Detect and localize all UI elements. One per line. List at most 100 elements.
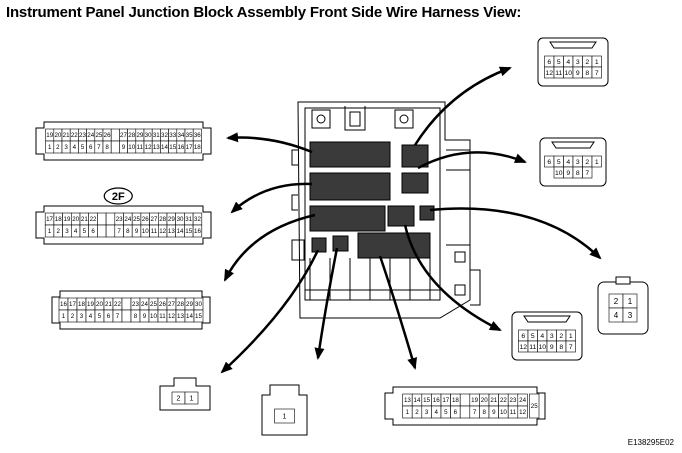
- connector-c2-pin-label: 17: [46, 216, 53, 223]
- connector-c1-pin-label: 17: [186, 144, 193, 151]
- connector-c2-pin-cell: [192, 224, 203, 238]
- connector-c2-pin-label: 24: [124, 216, 131, 223]
- junction-block-sockets: [309, 141, 435, 259]
- connector-c2-pin-label: 14: [177, 228, 184, 235]
- connector-c6-pin-label: 12: [519, 409, 526, 416]
- connector-c1-pin-cell: [192, 140, 202, 154]
- connector-c1-pin-label: 11: [137, 144, 144, 151]
- connector-c1-pin-label: 8: [105, 144, 109, 151]
- connector-c1-pin-label: 7: [97, 144, 101, 151]
- connector-c9-pin-cell: [591, 155, 602, 168]
- connector-c3-pin-label: 29: [186, 301, 193, 308]
- connector-c1-pin-label: 27: [120, 132, 127, 139]
- connector-c3-pin-label: 26: [159, 301, 166, 308]
- connector-c6-pin-label: 6: [454, 409, 458, 416]
- connector-c3-pin-cell: [193, 309, 204, 323]
- connector-c3-blank-cell: [121, 309, 132, 323]
- connector-c6-pin-label: 16: [433, 397, 440, 404]
- connector-c3-pin-label: 23: [132, 301, 139, 308]
- connector-c3-pin-label: 1: [62, 313, 66, 320]
- connector-c6-pin-label: 2: [415, 409, 419, 416]
- connector-c3-pin-label: 16: [60, 301, 67, 308]
- connector-c2-pin-label: 30: [177, 216, 184, 223]
- connector-c2-pin-label: 27: [151, 216, 158, 223]
- socket-c2: [309, 172, 391, 201]
- connector-c1-pin-label: 10: [128, 144, 135, 151]
- connector-c9-pin-label: 10: [555, 170, 563, 177]
- connector-c1-pin-label: 28: [128, 132, 135, 139]
- connector-c3-pin-label: 19: [87, 301, 94, 308]
- connector-c6-pin-label: 13: [404, 397, 411, 404]
- page-title: Instrument Panel Junction Block Assembly…: [6, 4, 522, 21]
- connector-c3-pin-label: 17: [69, 301, 76, 308]
- harness-arrows: [220, 66, 602, 374]
- connector-c3-pin-label: 28: [177, 301, 184, 308]
- connector-c6-pin-label: 1: [406, 409, 410, 416]
- connector-c6-pin-label: 17: [442, 397, 449, 404]
- connector-c8-pin-label: 2: [585, 59, 589, 66]
- connector-c1-pin-label: 15: [169, 144, 176, 151]
- connector-c9-pin-label: 4: [566, 159, 570, 166]
- connector-c2-pin-label: 8: [126, 228, 130, 235]
- connector-c6-extra-label: 25: [531, 403, 538, 410]
- connector-c6-pin-label: 11: [510, 409, 517, 416]
- connector-c3-pin-label: 13: [177, 313, 184, 320]
- connector-c2-pin-label: 20: [72, 216, 79, 223]
- connector-c3-pin-label: 10: [150, 313, 157, 320]
- connector-c1-pin-label: 9: [122, 144, 126, 151]
- connector-c1-pin-label: 3: [64, 144, 68, 151]
- connector-c6-pin-label: 9: [492, 409, 496, 416]
- socket-c7: [387, 205, 415, 227]
- connector-c8-pin-label: 8: [585, 70, 589, 77]
- connector-c8-pin-label: 12: [545, 70, 553, 77]
- connector-c2-pin-label: 19: [64, 216, 71, 223]
- connector-c3-blank-cell: [121, 297, 132, 311]
- connector-c2-pin-label: 25: [133, 216, 140, 223]
- figure-code: E138295E02: [627, 438, 674, 447]
- connector-c1-pin-label: 30: [145, 132, 152, 139]
- connector-c3-pin-label: 22: [114, 301, 121, 308]
- connector-c6-pin-label: 18: [452, 397, 459, 404]
- connector-c2-pin-label: 28: [159, 216, 166, 223]
- connector-c6-pin-label: 20: [481, 397, 488, 404]
- socket-c5: [332, 235, 349, 252]
- connector-c2-pin-label: 13: [168, 228, 175, 235]
- connector-c7-pin-label: 1: [628, 297, 633, 306]
- connector-c8-pin-label: 7: [595, 70, 599, 77]
- connector-c1-pin-label: 1: [48, 144, 52, 151]
- connector-c1-pin-label: 12: [145, 144, 152, 151]
- connector-c2-pin-label: 5: [83, 228, 87, 235]
- connector-c2-pin-label: 3: [65, 228, 69, 235]
- connector-c10-pin-label: 5: [531, 333, 535, 340]
- connector-c3-pin-label: 11: [159, 313, 166, 320]
- connector-c2-pin-label: 22: [90, 216, 97, 223]
- connector-c3-pin-label: 4: [89, 313, 93, 320]
- connector-c6-pin-label: 22: [500, 397, 507, 404]
- connector-c6-pin-label: 3: [425, 409, 429, 416]
- connector-c2-pin-label: 18: [55, 216, 62, 223]
- connector-c2-blank-cell: [97, 224, 107, 238]
- connector-c7-pin-label: 2: [614, 297, 619, 306]
- connector-c3-pin-label: 24: [141, 301, 148, 308]
- connector-c1-pin-label: 21: [63, 132, 70, 139]
- connector-c7-pin-label: 4: [614, 311, 619, 320]
- socket-c1: [309, 141, 391, 168]
- connector-c1-pin-label: 2: [56, 144, 60, 151]
- connector-c1-pin-label: 26: [104, 132, 111, 139]
- connector-c2-pin-label: 11: [151, 228, 158, 235]
- connector-c2-pin-label: 15: [185, 228, 192, 235]
- connector-c9-pin-label: 7: [585, 170, 589, 177]
- connector-c3-pin-label: 14: [186, 313, 193, 320]
- connector-c9-pin-label: 1: [595, 159, 599, 166]
- connector-c2-blank-cell: [97, 212, 107, 226]
- connector-c1-pin-label: 36: [194, 132, 201, 139]
- connector-c1-pin-label: 29: [136, 132, 143, 139]
- connector-c2-pin-label: 9: [135, 228, 139, 235]
- connector-c1-pin-label: 20: [54, 132, 61, 139]
- connector-c2-blank-cell: [105, 212, 116, 226]
- connector-c7-pin-label: 3: [628, 311, 633, 320]
- connector-c9-pin-label: 8: [576, 170, 580, 177]
- connector-c3-pin-label: 20: [96, 301, 103, 308]
- connector-c10-pin-label: 3: [550, 333, 554, 340]
